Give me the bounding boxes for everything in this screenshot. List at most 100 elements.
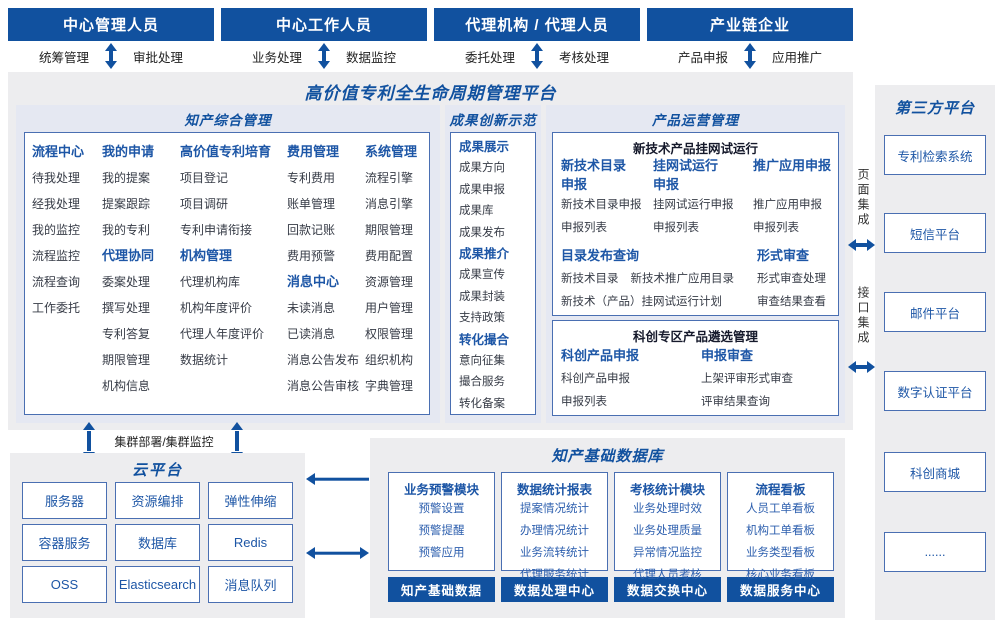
module-items: 提案情况统计办理情况统计业务流转统计代理服务统计 [502, 498, 607, 586]
menu-header: 形式审查 [757, 248, 810, 263]
menu-item: 消息公告发布 [287, 353, 360, 367]
menu-item: 流程中心 [32, 144, 85, 159]
menu-item: 我的监控 [32, 223, 81, 237]
menu-column: 推广应用申报 推广应用申报 申报列表 [753, 156, 838, 240]
menu-column: 申报审查 上架评审形式审查 评审结果查询 [701, 344, 838, 414]
new-tech-columns: 新技术目录 申报 新技术目录申报 申报列表 挂网试运行 申报 挂网试运行申报 申… [553, 156, 838, 240]
menu-item: 支持政策 [459, 312, 505, 325]
menu-item: 新技术推广应用目录 [630, 273, 735, 285]
menu-item: 资源管理 [365, 275, 414, 289]
role-industry-chain-enterprises: 产业链企业 产品申报 应用推广 [647, 8, 853, 71]
cloud-service-box: Redis [208, 524, 293, 561]
cloud-service-box: 弹性伸缩 [208, 482, 293, 519]
menu-item: 评审结果查询 [701, 396, 770, 408]
platform-title: 高价值专利全生命周期管理平台 [304, 84, 557, 103]
role-tag: 产品申报 [677, 50, 728, 65]
menu-item: 新技术目录申报 [561, 199, 642, 211]
third-party-platform-panel: 第三方平台 专利检索系统 短信平台 邮件平台 数字认证平台 科创商城 .....… [875, 85, 995, 620]
data-center-box: 数据处理中心 [501, 577, 608, 602]
menu-item: 成果展示 [459, 140, 510, 154]
cloud-service-box: 消息队列 [208, 566, 293, 603]
module-item: 代理人员考核 [633, 569, 702, 581]
menu-item: 科创产品申报 [561, 373, 630, 385]
menu-item: 工作委托 [32, 301, 81, 315]
menu-column: 挂网试运行 申报 挂网试运行申报 申报列表 [653, 156, 753, 240]
menu-item: 代理协同 [102, 248, 155, 263]
formal-review: 形式审查 形式审查处理 审查结果查看 [757, 244, 838, 314]
menu-column: 费用管理专利费用账单管理回款记账费用预警消息中心未读消息已读消息消息公告发布消息… [287, 139, 365, 414]
module-header: 业务预警模块 [403, 483, 479, 497]
menu-item: 撮合服务 [459, 376, 505, 389]
up-down-arrow-icon [744, 43, 756, 69]
menu-item: 消息引擎 [365, 197, 414, 211]
role-agency-agents: 代理机构 / 代理人员 委托处理 考核处理 [434, 8, 640, 71]
menu-item: 待我处理 [32, 171, 81, 185]
role-tag: 应用推广 [772, 50, 823, 65]
sub-box-title: 科创专区产品遴选管理 [632, 330, 758, 344]
menu-item: 专利申请衔接 [180, 223, 253, 237]
menu-item: 流程监控 [32, 249, 81, 263]
role-tag: 业务处理 [251, 50, 302, 65]
module-item: 业务处理时效 [633, 503, 702, 515]
module-statistic-report: 数据统计报表 提案情况统计办理情况统计业务流转统计代理服务统计 数据处理中心 [501, 472, 608, 602]
module-item: 预警应用 [418, 547, 465, 559]
left-arrow-icon [306, 472, 369, 486]
menu-item: 我的提案 [102, 171, 151, 185]
panel-title: 第三方平台 [894, 100, 975, 117]
menu-item: 成果封装 [459, 290, 505, 303]
menu-item: 代理机构库 [180, 275, 241, 289]
menu-item: 高价值专利培育 [180, 144, 272, 159]
menu-header: 挂网试运行 申报 [653, 158, 719, 192]
menu-item: 账单管理 [287, 197, 336, 211]
menu-item: 专利费用 [287, 171, 336, 185]
left-right-arrow-icon [848, 238, 875, 251]
menu-column: 系统管理流程引擎消息引擎期限管理费用配置资源管理用户管理权限管理组织机构字典管理 [365, 139, 429, 414]
role-tags: 产品申报 应用推广 [647, 41, 853, 71]
module-header: 考核统计模块 [629, 483, 705, 497]
module-items: 业务处理时效业务处理质量异常情况监控代理人员考核 [615, 498, 720, 586]
menu-item: 申报列表 [561, 222, 607, 234]
menu-header: 新技术目录 申报 [561, 158, 627, 192]
menu-item: 提案跟踪 [102, 197, 151, 211]
module-item: 预警设置 [418, 503, 465, 515]
module-item: 业务处理质量 [633, 525, 702, 537]
selection-columns: 科创产品申报 科创产品申报 申报列表 申报审查 上架评审形式审查 评审结果查询 [553, 344, 838, 414]
menu-item: 成果库 [459, 205, 494, 218]
menu-column: 新技术目录 申报 新技术目录申报 申报列表 [561, 156, 653, 240]
role-tags: 业务处理 数据监控 [221, 41, 427, 71]
menu-item: 成果方向 [459, 162, 505, 175]
role-tag: 统筹管理 [38, 50, 89, 65]
platform-container: 高价值专利全生命周期管理平台 知产综合管理 流程中心待我处理经我处理我的监控流程… [8, 72, 853, 430]
module-box: 业务预警模块 预警设置预警提醒预警应用 [388, 472, 495, 571]
role-tags: 委托处理 考核处理 [434, 41, 640, 71]
module-item: 业务流转统计 [520, 547, 589, 559]
menu-item: 申报列表 [653, 222, 699, 234]
cloud-service-box: 资源编排 [115, 482, 200, 519]
up-down-arrow-icon [531, 43, 543, 69]
cloud-service-box: 容器服务 [22, 524, 107, 561]
menu-item: 审查结果查看 [757, 296, 826, 308]
menu-item: 成果推介 [459, 246, 510, 261]
menu-column: 高价值专利培育项目登记项目调研专利申请衔接机构管理代理机构库机构年度评价代理人年… [180, 139, 287, 414]
new-tech-trial-box: 新技术产品挂网试运行 新技术目录 申报 新技术目录申报 申报列表 挂网试运行 申… [552, 132, 839, 316]
menu-item: 费用预警 [287, 249, 336, 263]
menu-item: 权限管理 [365, 327, 414, 341]
ip-base-database-panel: 知产基础数据库 业务预警模块 预警设置预警提醒预警应用 知产基础数据 数据统计报… [370, 438, 845, 618]
menu-item: 机构信息 [102, 379, 151, 393]
third-party-box-patent-search: 专利检索系统 [884, 135, 986, 175]
menu-item: 费用配置 [365, 249, 414, 263]
menu-item: 申报列表 [753, 222, 799, 234]
menu-item: 字典管理 [365, 379, 414, 393]
menu-item: 代理人年度评价 [180, 327, 265, 341]
sci-tech-zone-selection-box: 科创专区产品遴选管理 科创产品申报 科创产品申报 申报列表 申报审查 上架评审形… [552, 320, 839, 416]
module-assessment-statistics: 考核统计模块 业务处理时效业务处理质量异常情况监控代理人员考核 数据交换中心 [614, 472, 721, 602]
menu-item: 项目登记 [180, 171, 229, 185]
role-tag: 考核处理 [559, 50, 610, 65]
role-tags: 统筹管理 审批处理 [8, 41, 214, 71]
menu-item: 我的申请 [102, 144, 155, 159]
menu-item: 用户管理 [365, 301, 414, 315]
module-box: 流程看板 人员工单看板机构工单看板业务类型看板核心业务看板 [727, 472, 834, 581]
achievement-box: 成果展示成果方向成果申报成果库成果发布成果推介成果宣传成果封装支持政策转化撮合意… [450, 132, 536, 415]
